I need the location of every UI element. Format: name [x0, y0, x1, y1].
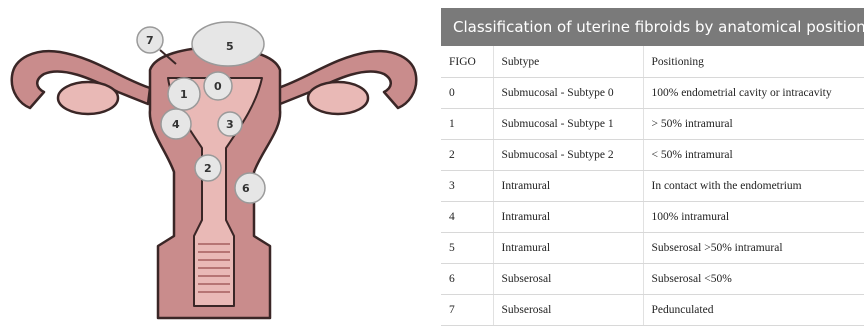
fibroid-label-0: 0 [214, 80, 222, 93]
right-ovary [308, 82, 368, 114]
table-row: 6 Subserosal Subserosal <50% [441, 264, 864, 295]
classification-table: FIGO Subtype Positioning 0 Submucosal - … [441, 46, 864, 326]
table-row: 5 Intramural Subserosal >50% intramural [441, 233, 864, 264]
fibroid-6 [235, 173, 265, 203]
figo-cell: 7 [441, 295, 493, 326]
subtype-cell: Intramural [493, 171, 643, 202]
positioning-cell: > 50% intramural [643, 109, 864, 140]
positioning-cell: Subserosal >50% intramural [643, 233, 864, 264]
subtype-cell: Submucosal - Subtype 0 [493, 78, 643, 109]
positioning-cell: Subserosal <50% [643, 264, 864, 295]
subtype-cell: Subserosal [493, 264, 643, 295]
figo-cell: 4 [441, 202, 493, 233]
positioning-cell: 100% endometrial cavity or intracavity [643, 78, 864, 109]
table-header-row: FIGO Subtype Positioning [441, 46, 864, 78]
fibroid-label-5: 5 [226, 40, 234, 53]
fibroid-label-2: 2 [204, 162, 212, 175]
figo-cell: 6 [441, 264, 493, 295]
positioning-cell: 100% intramural [643, 202, 864, 233]
subtype-cell: Subserosal [493, 295, 643, 326]
subtype-cell: Submucosal - Subtype 2 [493, 140, 643, 171]
header-positioning: Positioning [643, 46, 864, 78]
positioning-cell: In contact with the endometrium [643, 171, 864, 202]
fibroid-label-3: 3 [226, 118, 234, 131]
subtype-cell: Intramural [493, 202, 643, 233]
table-row: 0 Submucosal - Subtype 0 100% endometria… [441, 78, 864, 109]
classification-table-panel: Classification of uterine fibroids by an… [441, 8, 864, 328]
figo-cell: 0 [441, 78, 493, 109]
positioning-cell: Pedunculated [643, 295, 864, 326]
table-row: 3 Intramural In contact with the endomet… [441, 171, 864, 202]
figo-cell: 2 [441, 140, 493, 171]
subtype-cell: Intramural [493, 233, 643, 264]
figo-cell: 1 [441, 109, 493, 140]
fibroid-label-1: 1 [180, 88, 188, 101]
fibroid-label-7: 7 [146, 34, 154, 47]
table-title: Classification of uterine fibroids by an… [441, 8, 864, 46]
left-ovary [58, 82, 118, 114]
table-row: 4 Intramural 100% intramural [441, 202, 864, 233]
positioning-cell: < 50% intramural [643, 140, 864, 171]
table-row: 2 Submucosal - Subtype 2 < 50% intramura… [441, 140, 864, 171]
header-subtype: Subtype [493, 46, 643, 78]
figo-cell: 3 [441, 171, 493, 202]
figo-cell: 5 [441, 233, 493, 264]
subtype-cell: Submucosal - Subtype 1 [493, 109, 643, 140]
fibroid-label-6: 6 [242, 182, 250, 195]
header-figo: FIGO [441, 46, 493, 78]
table-row: 1 Submucosal - Subtype 1 > 50% intramura… [441, 109, 864, 140]
uterus-illustration: 0 1 2 3 4 5 6 7 [0, 0, 430, 328]
table-row: 7 Subserosal Pedunculated [441, 295, 864, 326]
fibroid-label-4: 4 [172, 118, 180, 131]
